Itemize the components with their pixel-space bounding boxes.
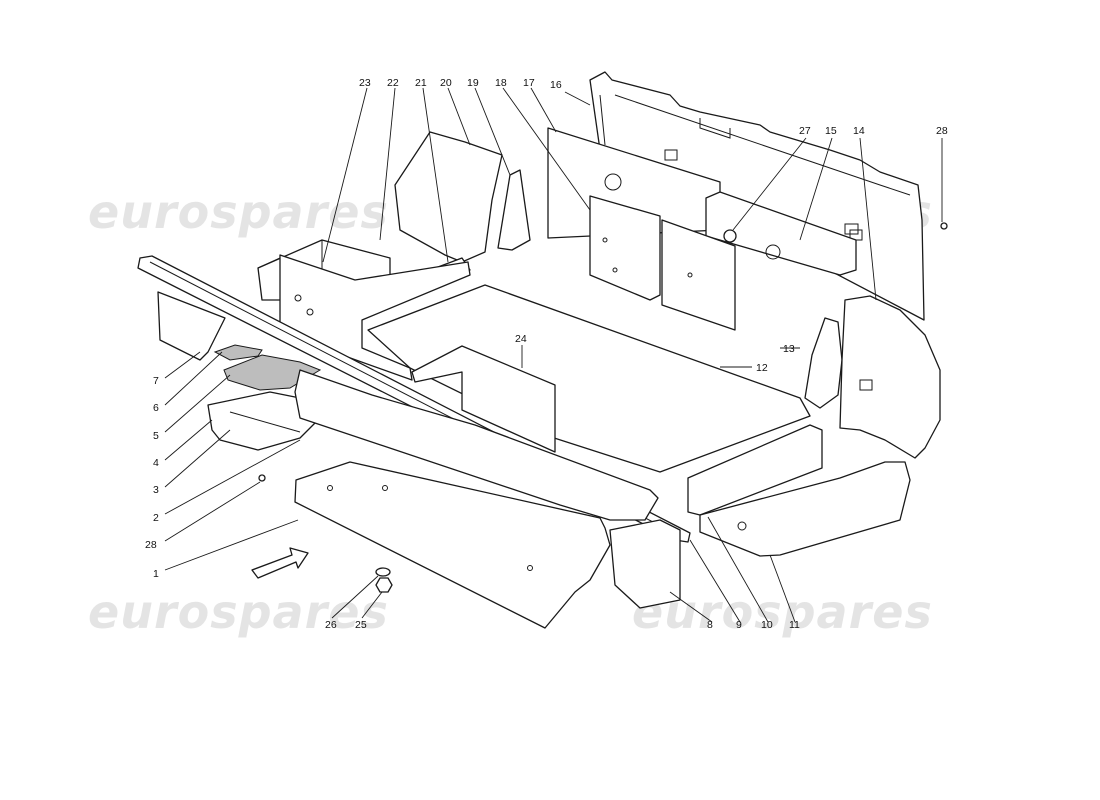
- callout-21: 21: [415, 77, 427, 89]
- part-1-front-floor: [294, 461, 611, 629]
- callout-22: 22: [387, 77, 399, 89]
- part-11-footwell-tray: [699, 461, 911, 557]
- part-25-26-nut-washer: [375, 567, 393, 593]
- direction-arrow-icon: [251, 547, 309, 579]
- watermark-top-left: eurospares: [88, 185, 389, 239]
- part-8-front-block: [609, 519, 681, 609]
- part-27-grommet: [723, 229, 737, 243]
- part-10-front-strip: [687, 424, 823, 516]
- callout-23: 23: [359, 77, 371, 89]
- watermark-bottom-right: eurospares: [632, 585, 933, 639]
- callout-15: 15: [825, 125, 837, 137]
- callout-1: 1: [153, 568, 159, 580]
- part-tunnel-side-panel: [294, 369, 659, 521]
- callout-24: 24: [515, 333, 527, 345]
- callout-10: 10: [761, 619, 773, 631]
- callout-6: 6: [153, 402, 159, 414]
- callout-19: 19: [467, 77, 479, 89]
- callout-13: 13: [783, 343, 795, 355]
- part-12-floor: [367, 284, 811, 473]
- part-28-screw: [258, 222, 948, 482]
- part-13-right-wedge: [804, 317, 843, 409]
- callout-3: 3: [153, 484, 159, 496]
- part-6-pad: [213, 344, 263, 361]
- part-7-small-panel: [157, 291, 226, 361]
- callout-27: 27: [799, 125, 811, 137]
- leader-lines: [164, 87, 943, 623]
- callout-26: 26: [325, 619, 337, 631]
- callout-5: 5: [153, 430, 159, 442]
- callout-18: 18: [495, 77, 507, 89]
- callout-20: 20: [440, 77, 452, 89]
- callout-7: 7: [153, 375, 159, 387]
- callout-16: 16: [550, 79, 562, 91]
- callout-28-right: 28: [936, 125, 948, 137]
- callout-25: 25: [355, 619, 367, 631]
- callout-8: 8: [707, 619, 713, 631]
- part-20-seatback-trim: [394, 131, 503, 263]
- callout-9: 9: [736, 619, 742, 631]
- part-4-bracket: [207, 391, 319, 451]
- callout-2: 2: [153, 512, 159, 524]
- callout-numbers: 1 2 3 4 5 6 7 8 9 10 11 12 13 14 15 16 1…: [145, 77, 948, 631]
- callout-17: 17: [523, 77, 535, 89]
- part-24-tunnel-panel: [411, 345, 556, 453]
- part-19-wedge: [497, 169, 531, 251]
- callout-11: 11: [789, 619, 800, 631]
- watermark-bottom-left: eurospares: [88, 585, 389, 639]
- part-18-rear-trim: [589, 195, 736, 331]
- part-14-wheel-arch: [839, 295, 941, 459]
- callout-12: 12: [756, 362, 768, 374]
- callout-28-left: 28: [145, 539, 157, 551]
- callout-4: 4: [153, 457, 159, 469]
- callout-14: 14: [853, 125, 865, 137]
